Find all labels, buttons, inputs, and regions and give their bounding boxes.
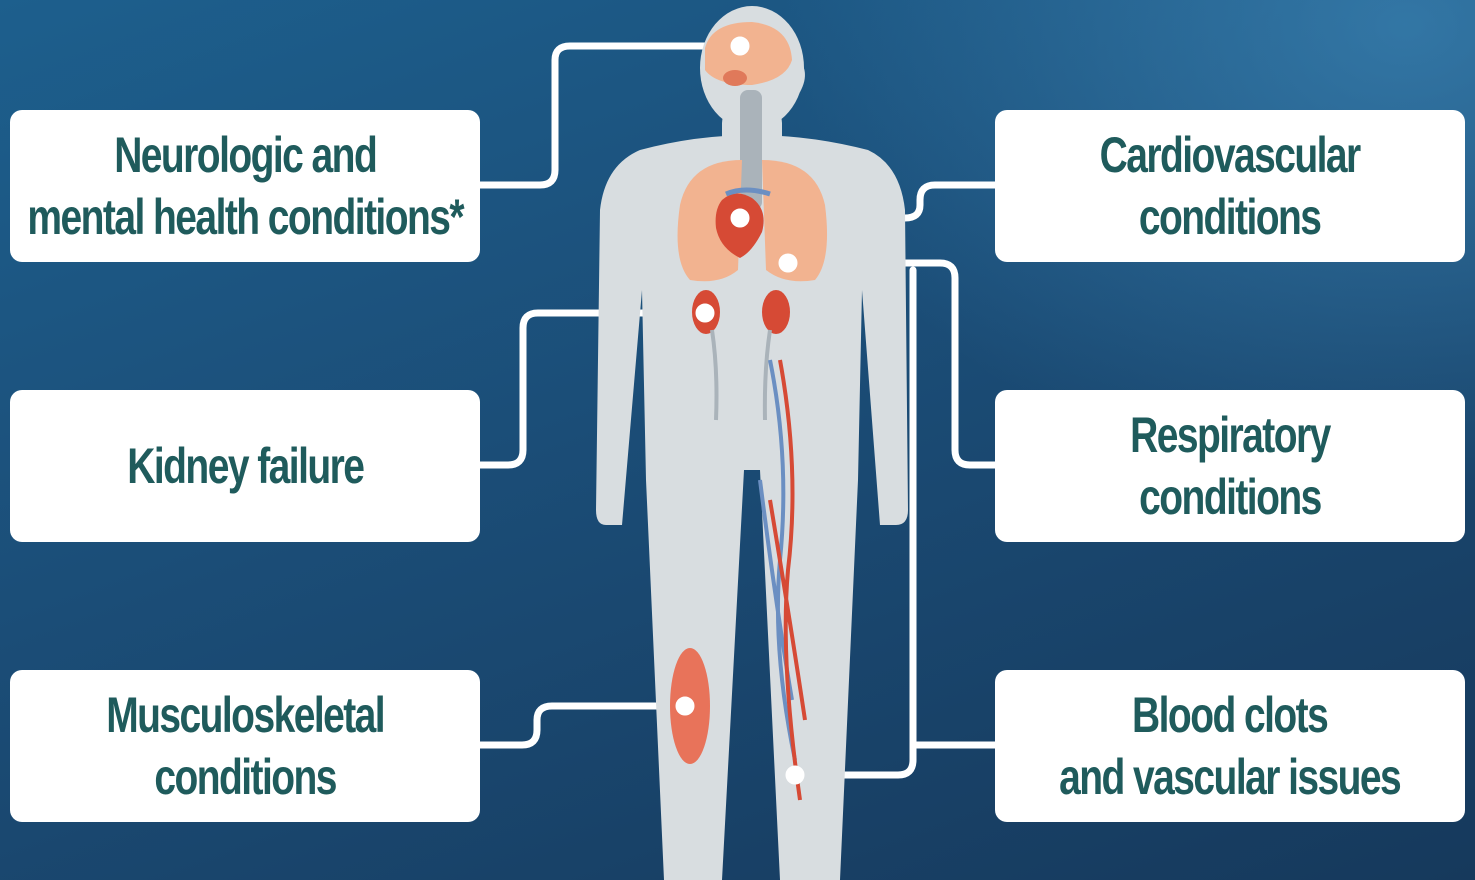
card-musculoskeletal: Musculoskeletal conditions bbox=[10, 670, 480, 822]
neurologic-line2: mental health conditions* bbox=[27, 186, 463, 248]
card-cardiovascular: Cardiovascular conditions bbox=[995, 110, 1465, 262]
respiratory-line1: Respiratory bbox=[1130, 404, 1330, 466]
card-respiratory: Respiratory conditions bbox=[995, 390, 1465, 542]
card-kidney: Kidney failure bbox=[10, 390, 480, 542]
card-blood-clots: Blood clots and vascular issues bbox=[995, 670, 1465, 822]
blood-clots-line1: Blood clots bbox=[1059, 684, 1400, 746]
kidney-right-shape bbox=[762, 290, 790, 334]
neurologic-line1: Neurologic and bbox=[27, 124, 463, 186]
cardiovascular-line1: Cardiovascular bbox=[1100, 124, 1360, 186]
musculoskeletal-line2: conditions bbox=[106, 746, 384, 808]
respiratory-line2: conditions bbox=[1130, 466, 1330, 528]
kidney-line1: Kidney failure bbox=[127, 435, 363, 497]
connector-musculoskeletal bbox=[480, 706, 685, 745]
blood-clots-line2: and vascular issues bbox=[1059, 746, 1400, 808]
cardiovascular-line2: conditions bbox=[1100, 186, 1360, 248]
musculoskeletal-line1: Musculoskeletal bbox=[106, 684, 384, 746]
card-neurologic: Neurologic and mental health conditions* bbox=[10, 110, 480, 262]
